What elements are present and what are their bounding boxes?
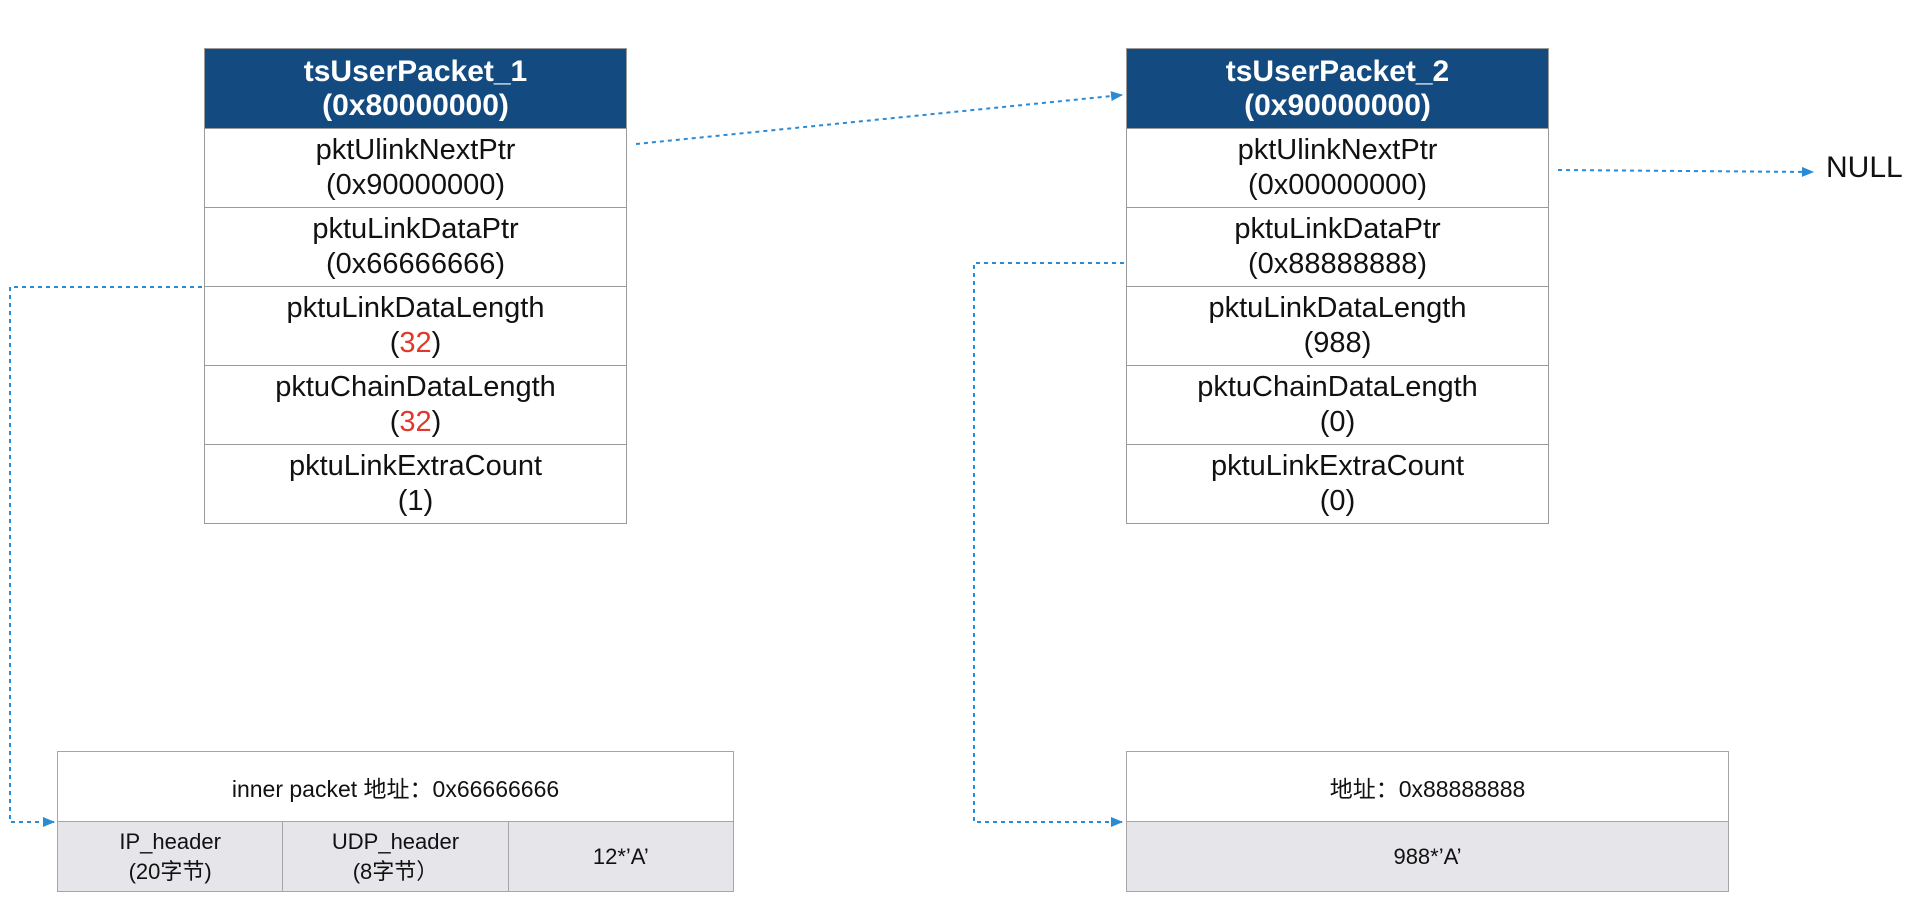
null-label: NULL [1826,151,1903,184]
field-value: (0x90000000) [326,169,505,201]
arrow-packet2-to-null [1557,166,1814,177]
packet2-struct: tsUserPacket_2 (0x90000000) pktUlinkNext… [1126,48,1549,524]
field-value: (0x66666666) [326,248,505,280]
packet2-title: tsUserPacket_2 [1225,54,1450,88]
packet1-field-next-ptr: pktUlinkNextPtr (0x90000000) [205,128,626,207]
buffer2-cells: 988*’A’ [1127,821,1728,891]
packet1-title: tsUserPacket_1 [303,54,528,88]
arrow-packet1-to-packet2 [635,91,1123,145]
packet1-struct: tsUserPacket_1 (0x80000000) pktUlinkNext… [204,48,627,524]
buffer1-cells: IP_header (20字节) UDP_header (8字节） 12*’A’ [58,821,733,891]
field-name: pktuLinkDataLength [286,292,545,324]
packet2-address: (0x90000000) [1244,88,1431,122]
field-name: pktuLinkExtraCount [1210,450,1465,482]
highlighted-value: 32 [399,406,432,438]
packet2-header: tsUserPacket_2 (0x90000000) [1127,49,1548,128]
packet1-field-data-length: pktuLinkDataLength (32) [205,286,626,365]
arrow-packet2-to-buffer2 [973,262,1124,827]
field-value: (32) [389,406,442,438]
field-name: pktUlinkNextPtr [315,134,516,166]
packet1-field-chain-length: pktuChainDataLength (32) [205,365,626,444]
field-name: pktuLinkDataPtr [312,213,519,245]
buffer2-cell-payload: 988*’A’ [1393,843,1462,869]
field-value: (988) [1303,327,1372,359]
buffer1-box: inner packet 地址：0x66666666 IP_header (20… [57,751,734,892]
field-name: pktuLinkExtraCount [288,450,543,482]
arrow-packet1-to-buffer1 [9,286,202,827]
packet2-field-extra-count: pktuLinkExtraCount (0) [1127,444,1548,523]
highlighted-value: 32 [399,327,432,359]
packet1-address: (0x80000000) [322,88,509,122]
packet2-field-chain-length: pktuChainDataLength (0) [1127,365,1548,444]
field-value: (0x00000000) [1248,169,1427,201]
field-value: (32) [389,327,442,359]
field-name: pktuLinkDataLength [1208,292,1467,324]
field-name: pktuLinkDataPtr [1234,213,1441,245]
packet1-field-extra-count: pktuLinkExtraCount (1) [205,444,626,523]
field-name: pktuChainDataLength [1197,371,1478,403]
field-name: pktuChainDataLength [275,371,556,403]
buffer1-cell-ip-header: IP_header (20字节) [119,828,221,884]
packet1-header: tsUserPacket_1 (0x80000000) [205,49,626,128]
buffer1-cell-udp-header: UDP_header (8字节） [282,822,507,891]
packet2-field-data-length: pktuLinkDataLength (988) [1127,286,1548,365]
packet1-field-data-ptr: pktuLinkDataPtr (0x66666666) [205,207,626,286]
buffer1-title: inner packet 地址：0x66666666 [231,775,560,802]
field-value: (1) [397,485,434,517]
field-value: (0x88888888) [1248,248,1427,280]
buffer1-cell-payload: 12*’A’ [507,822,733,891]
packet2-field-next-ptr: pktUlinkNextPtr (0x00000000) [1127,128,1548,207]
buffer2-box: 地址：0x88888888 988*’A’ [1126,751,1729,892]
field-value: (0) [1319,485,1356,517]
packet2-field-data-ptr: pktuLinkDataPtr (0x88888888) [1127,207,1548,286]
field-name: pktUlinkNextPtr [1237,134,1438,166]
buffer2-title: 地址：0x88888888 [1329,775,1526,802]
field-value: (0) [1319,406,1356,438]
